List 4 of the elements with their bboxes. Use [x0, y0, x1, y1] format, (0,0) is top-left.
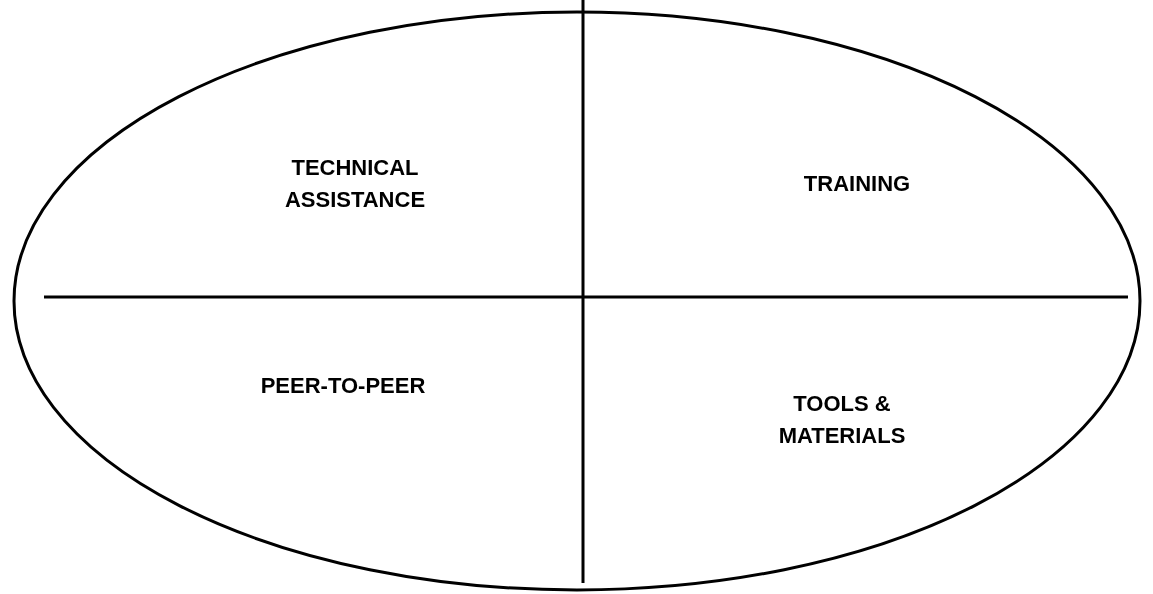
quadrant-label: TRAINING — [777, 168, 937, 202]
quadrant-label: TECHNICAL ASSISTANCE — [245, 152, 465, 222]
quadrant-label: TOOLS & MATERIALS — [737, 388, 947, 458]
quadrant-label: PEER-TO-PEER — [203, 370, 483, 406]
